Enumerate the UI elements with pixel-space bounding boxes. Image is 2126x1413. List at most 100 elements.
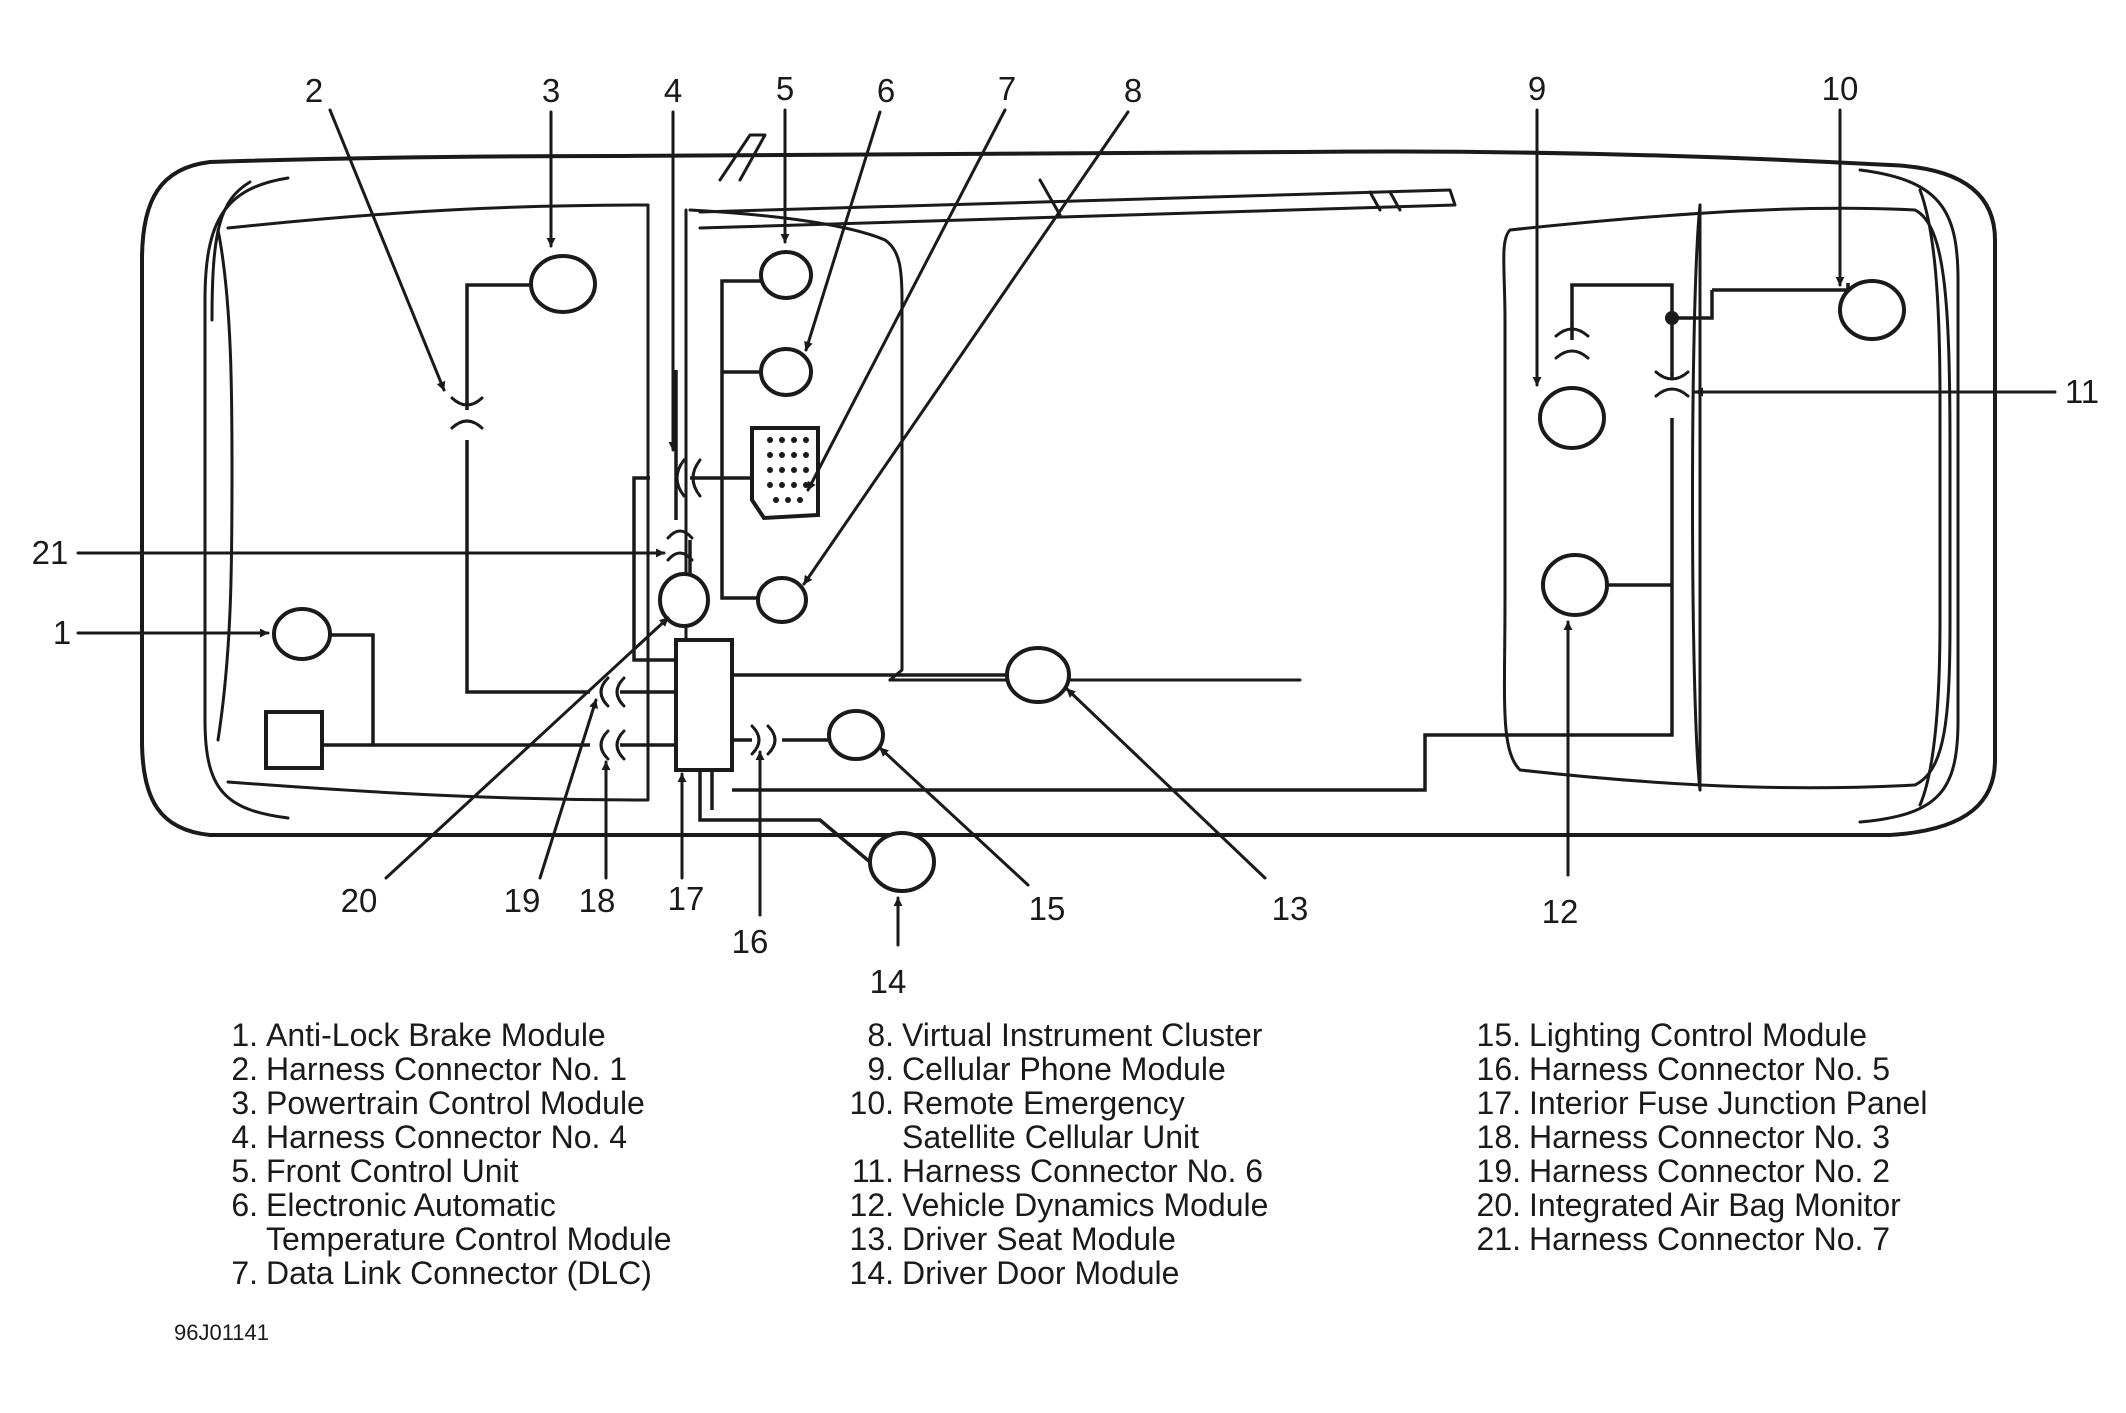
legend-item-number: 1. [231, 1017, 258, 1053]
temperature-control-module [759, 347, 813, 397]
modules [264, 250, 1906, 893]
legend-item-number: 17. [1476, 1085, 1521, 1121]
legend-item-number: 8. [867, 1017, 894, 1053]
virtual-instrument-cluster [756, 576, 808, 624]
integrated-air-bag-monitor [658, 572, 710, 628]
legend-item-number: 18. [1476, 1119, 1521, 1155]
callout-10: 10 [1822, 70, 1859, 107]
legend-item-label: Driver Door Module [902, 1255, 1180, 1291]
callout-3: 3 [542, 72, 560, 109]
callout-6: 6 [877, 72, 895, 109]
callout-12: 12 [1542, 893, 1579, 930]
legend-item-number: 12. [849, 1187, 894, 1223]
vehicle-dynamics-module [1541, 553, 1609, 617]
callout-21: 21 [32, 534, 69, 571]
callout-14: 14 [870, 963, 907, 1000]
legend-item-label: Electronic Automatic [266, 1187, 556, 1223]
callout-15: 15 [1029, 890, 1066, 927]
powertrain-control-module [529, 254, 597, 314]
leader-lines [76, 108, 2057, 947]
interior-fuse-junction-panel [674, 638, 734, 772]
callout-numbers: 2 3 4 5 6 7 8 9 10 11 12 13 14 15 16 17 … [32, 70, 2099, 1000]
callout-7: 7 [998, 70, 1016, 107]
data-link-connector [750, 426, 820, 521]
callout-19: 19 [504, 882, 541, 919]
legend-item-number: 15. [1476, 1017, 1521, 1053]
legend-item-label: Harness Connector No. 6 [902, 1153, 1264, 1189]
trunk-area [1502, 203, 1952, 792]
harness-connectors [450, 327, 1690, 761]
lighting-control-module [827, 709, 885, 761]
legend-item: 15.Lighting Control Module [1465, 1018, 1927, 1052]
legend-item: 4.Harness Connector No. 4 [222, 1120, 672, 1154]
legend-item-number: 20. [1476, 1187, 1521, 1223]
legend-item-label: Powertrain Control Module [266, 1085, 645, 1121]
legend-item-number: 13. [849, 1221, 894, 1257]
legend-item-number: 21. [1476, 1221, 1521, 1257]
legend-item: 9.Cellular Phone Module [838, 1052, 1268, 1086]
figure-code: 96J01141 [174, 1320, 270, 1345]
legend-item-label: Cellular Phone Module [902, 1051, 1226, 1087]
legend-item-label: Integrated Air Bag Monitor [1529, 1187, 1901, 1223]
callout-16: 16 [732, 923, 769, 960]
callout-4: 4 [664, 72, 682, 109]
splice-point [1665, 311, 1679, 325]
legend-item-label: Anti-Lock Brake Module [266, 1017, 606, 1053]
driver-seat-module [1005, 646, 1071, 704]
cellular-phone-module [1538, 386, 1606, 450]
callout-5: 5 [776, 70, 794, 107]
legend-item: 16.Harness Connector No. 5 [1465, 1052, 1927, 1086]
legend-item-number: 10. [849, 1085, 894, 1121]
legend-item-label: Front Control Unit [266, 1153, 519, 1189]
legend-item: 11.Harness Connector No. 6 [838, 1154, 1268, 1188]
legend-item-label: Driver Seat Module [902, 1221, 1176, 1257]
legend-item-number: 7. [231, 1255, 258, 1291]
driver-door-module [868, 831, 936, 893]
anti-lock-brake-module [272, 607, 332, 661]
legend-item: 18.Harness Connector No. 3 [1465, 1120, 1927, 1154]
vehicle-outline [140, 149, 1997, 837]
legend-item-label: Remote Emergency [902, 1085, 1185, 1121]
legend-item: 7.Data Link Connector (DLC) [222, 1256, 672, 1290]
wiring-harness [322, 279, 1850, 864]
front-control-unit [759, 250, 813, 300]
callout-8: 8 [1124, 72, 1142, 109]
legend-item-number: 4. [231, 1119, 258, 1155]
callout-1: 1 [53, 614, 71, 651]
callout-13: 13 [1272, 890, 1309, 927]
legend-item-number: 9. [867, 1051, 894, 1087]
legend-item: 5.Front Control Unit [222, 1154, 672, 1188]
legend-item: 19.Harness Connector No. 2 [1465, 1154, 1927, 1188]
remote-emergency-satellite-cellular-unit [1838, 279, 1906, 341]
legend-item: 17.Interior Fuse Junction Panel [1465, 1085, 1928, 1121]
legend-item-number: 11. [851, 1153, 894, 1189]
legend-item-label: Vehicle Dynamics Module [902, 1187, 1269, 1223]
legend-item-number: 14. [849, 1255, 894, 1291]
legend-item: 3.Powertrain Control Module [222, 1086, 672, 1120]
legend-item: 1.Anti-Lock Brake Module [222, 1018, 672, 1052]
legend-item: 12.Vehicle Dynamics Module [838, 1187, 1269, 1223]
abs-relay-box [264, 710, 324, 770]
legend-item-number: 5. [231, 1153, 258, 1189]
legend-item-number: 16. [1476, 1051, 1521, 1087]
legend-item-label: Harness Connector No. 3 [1529, 1119, 1891, 1155]
legend-item-label: Harness Connector No. 2 [1529, 1153, 1891, 1189]
legend-item-number: 6. [231, 1187, 258, 1223]
legend-item-number: 19. [1476, 1153, 1521, 1189]
legend-item-label-continued: Satellite Cellular Unit [902, 1119, 1200, 1155]
legend-item: 2.Harness Connector No. 1 [222, 1052, 672, 1086]
legend-item-label: Data Link Connector (DLC) [266, 1255, 652, 1291]
legend-item-label: Harness Connector No. 1 [266, 1051, 628, 1087]
legend-item: 8.Virtual Instrument Cluster [838, 1018, 1268, 1052]
legend-item-label: Interior Fuse Junction Panel [1529, 1085, 1928, 1121]
legend-item-label: Lighting Control Module [1529, 1017, 1867, 1053]
callout-9: 9 [1528, 70, 1546, 107]
legend-item: 21.Harness Connector No. 7 [1465, 1222, 1927, 1256]
legend-item-label-continued: Temperature Control Module [266, 1221, 672, 1257]
